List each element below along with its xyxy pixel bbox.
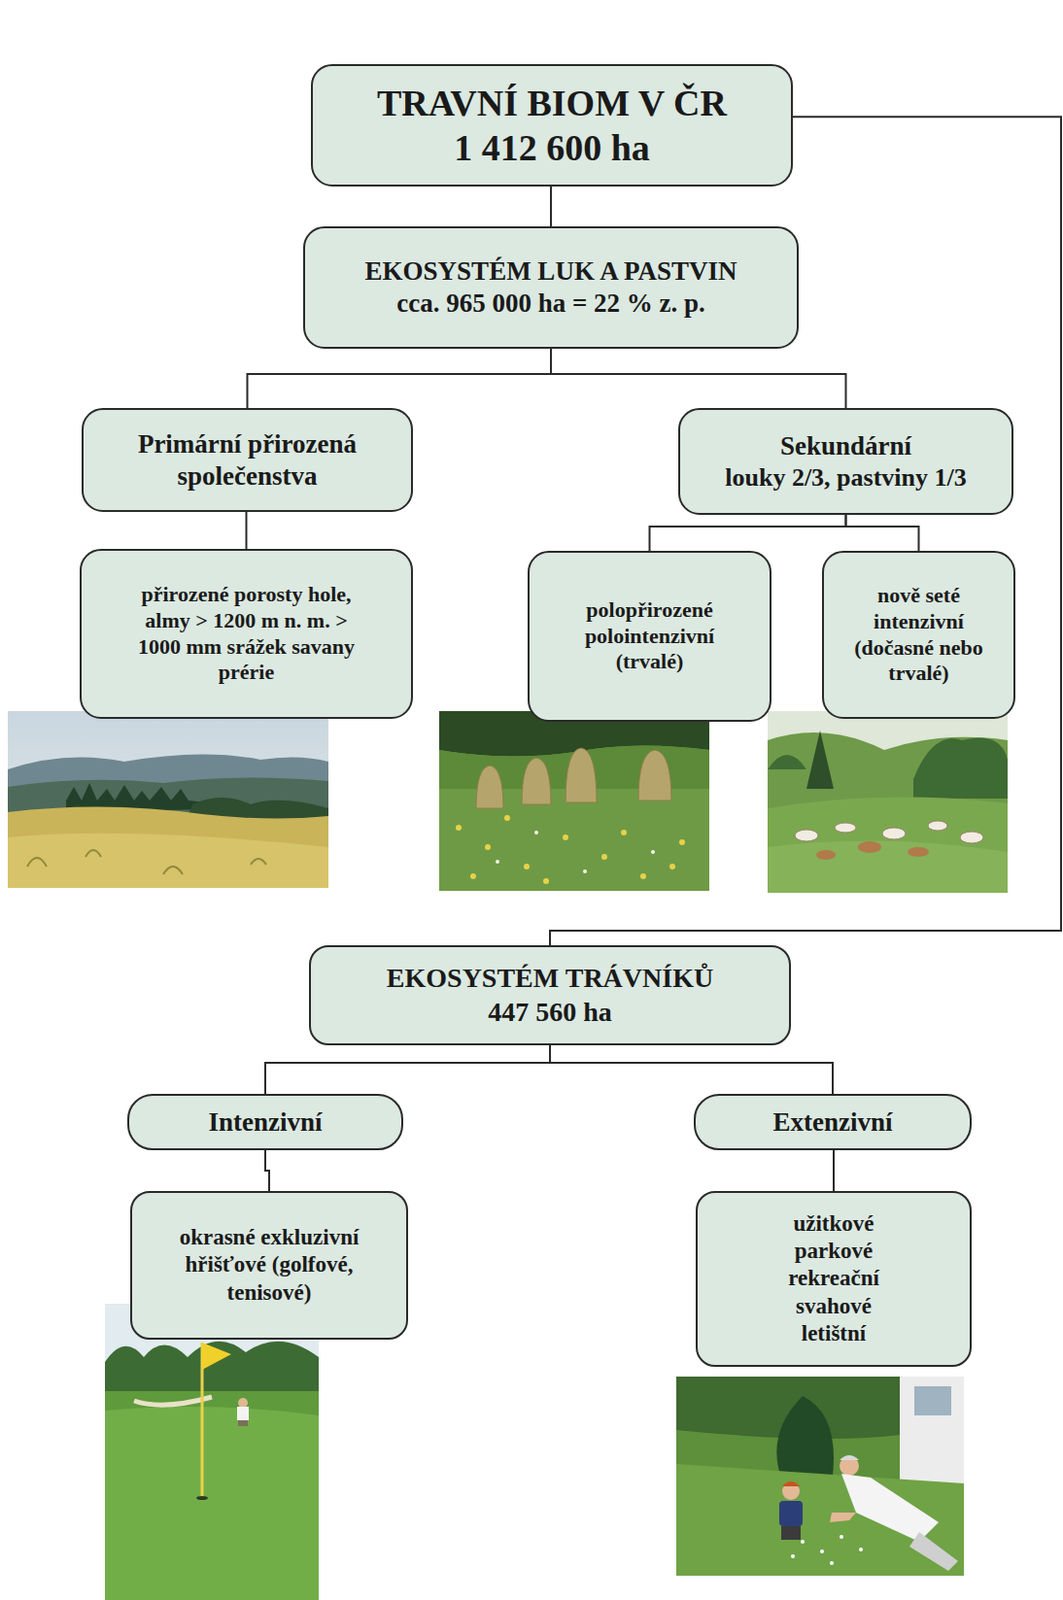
mountain-photo	[7, 711, 329, 889]
node-text: Extenzivní	[772, 1106, 892, 1139]
ecosystem-box: EKOSYSTÉM LUK A PASTVINcca. 965 000 ha =…	[303, 226, 799, 349]
tree-connector	[846, 514, 920, 551]
ecosystem-box: EKOSYSTÉM TRÁVNÍKŮ447 560 ha	[308, 945, 791, 1046]
node-text: 1 412 600 ha	[453, 125, 651, 171]
node-text: EKOSYSTÉM TRÁVNÍKŮ	[386, 961, 714, 995]
node-text: přirozené porosty hole, almy > 1200 m n.…	[132, 582, 361, 686]
golf-photo	[104, 1303, 319, 1600]
category-box: Primární přirozená společenstva	[81, 408, 413, 513]
node-text: polopřirozené polointenzivní (trvalé)	[550, 597, 749, 676]
tree-connector	[265, 1150, 270, 1192]
tree-connector	[265, 1045, 550, 1095]
node-text: Sekundární	[780, 430, 912, 463]
root-box: TRAVNÍ BIOM V ČR1 412 600 ha	[310, 64, 793, 187]
node-text: užitkové parkové rekreační svahové letiš…	[765, 1210, 902, 1347]
detail-box: polopřirozené polointenzivní (trvalé)	[527, 550, 772, 722]
detail-box: nově seté intenzivní (dočasné nebo trval…	[822, 550, 1016, 720]
tree-connector	[832, 1150, 835, 1192]
category-box: Intenzivní	[127, 1094, 404, 1151]
node-text: 447 560 ha	[487, 995, 613, 1029]
meadow-photo	[439, 711, 710, 892]
detail-box: přirozené porosty hole, almy > 1200 m n.…	[79, 548, 413, 720]
node-text: nově seté intenzivní (dočasné nebo trval…	[835, 582, 1002, 687]
node-text: EKOSYSTÉM LUK A PASTVIN	[365, 255, 738, 288]
node-text: Intenzivní	[207, 1106, 322, 1139]
category-box: Extenzivní	[693, 1094, 972, 1151]
detail-box: užitkové parkové rekreační svahové letiš…	[695, 1191, 972, 1368]
node-text: okrasné exkluzivní hřišťové (golfové, te…	[151, 1224, 387, 1306]
detail-box: okrasné exkluzivní hřišťové (golfové, te…	[130, 1191, 409, 1340]
node-text: TRAVNÍ BIOM V ČR	[377, 80, 727, 126]
tree-connector	[650, 514, 847, 551]
tree-connector	[549, 186, 552, 227]
garden-photo	[676, 1376, 964, 1577]
node-text: louky 2/3, pastviny 1/3	[724, 462, 967, 494]
tree-connector	[549, 1045, 833, 1095]
tree-connector	[245, 512, 248, 549]
category-box: Sekundárnílouky 2/3, pastviny 1/3	[678, 408, 1014, 515]
node-text: cca. 965 000 ha = 22 % z. p.	[396, 287, 706, 320]
tree-connector	[247, 348, 552, 409]
node-text: Primární přirozená společenstva	[95, 428, 400, 493]
pasture-photo	[767, 711, 1008, 893]
tree-connector	[550, 348, 847, 409]
